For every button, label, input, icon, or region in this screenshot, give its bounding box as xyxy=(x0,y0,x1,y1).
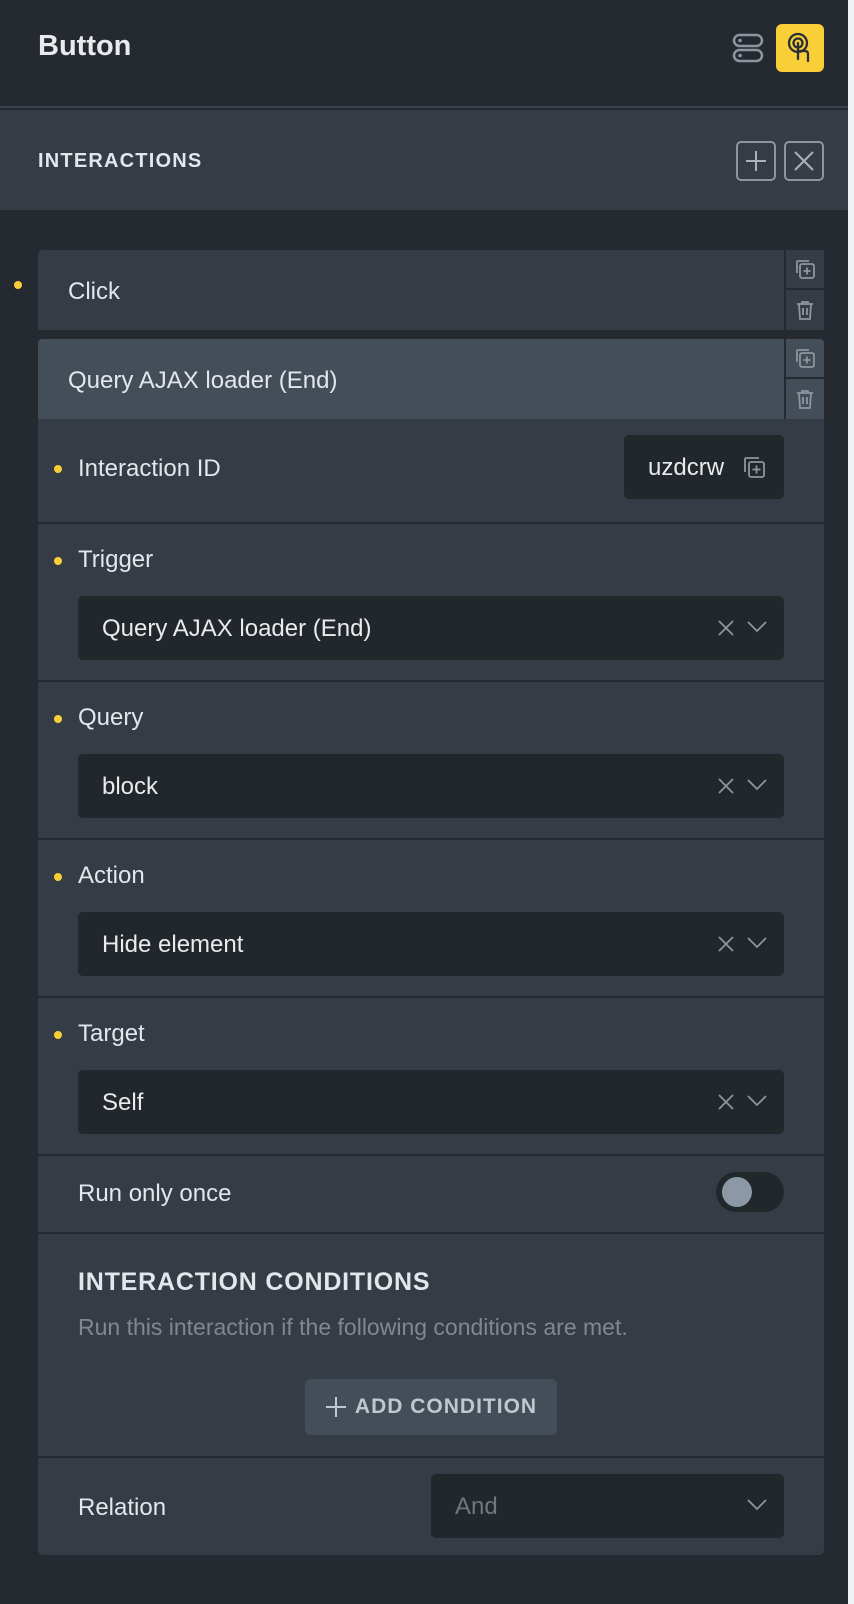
run-once-toggle[interactable] xyxy=(716,1172,784,1212)
action-select[interactable]: Hide element xyxy=(78,912,784,976)
interaction-id-field[interactable]: uzdcrw xyxy=(624,435,784,499)
target-value: Self xyxy=(102,1089,144,1116)
interaction-id-label: Interaction ID xyxy=(78,455,221,482)
action-value: Hide element xyxy=(102,931,244,958)
action-row: Action Hide element xyxy=(38,838,824,996)
add-condition-button[interactable]: ADD CONDITION xyxy=(305,1379,557,1435)
modified-indicator xyxy=(54,465,62,473)
clear-icon[interactable] xyxy=(716,618,736,638)
query-select[interactable]: block xyxy=(78,754,784,818)
chevron-down-icon xyxy=(747,1499,767,1511)
interaction-icon[interactable] xyxy=(776,24,824,72)
duplicate-icon xyxy=(796,260,815,279)
trigger-value: Query AJAX loader (End) xyxy=(102,615,372,642)
interaction-settings-panel: Interaction ID uzdcrw Trigger Query AJAX… xyxy=(38,419,824,1555)
trash-icon xyxy=(797,390,813,409)
trash-icon xyxy=(797,301,813,320)
layers-icon[interactable] xyxy=(724,24,772,72)
clear-icon[interactable] xyxy=(716,1092,736,1112)
close-icon xyxy=(794,151,814,171)
target-row: Target Self xyxy=(38,996,824,1154)
chevron-down-icon xyxy=(747,1095,767,1107)
modified-indicator xyxy=(54,715,62,723)
plus-icon xyxy=(325,1397,346,1417)
interaction-id-value: uzdcrw xyxy=(648,454,725,481)
chevron-down-icon xyxy=(747,621,767,633)
interaction-id-row: Interaction ID uzdcrw xyxy=(38,419,824,522)
trigger-label: Trigger xyxy=(78,546,154,573)
interaction-label: Query AJAX loader (End) xyxy=(68,367,338,394)
query-label: Query xyxy=(78,704,144,731)
interaction-item-click[interactable]: Click xyxy=(38,250,824,330)
query-value: block xyxy=(102,773,159,800)
trigger-row: Trigger Query AJAX loader (End) xyxy=(38,522,824,680)
conditions-title: INTERACTION CONDITIONS xyxy=(78,1268,431,1296)
relation-label: Relation xyxy=(78,1494,167,1521)
modified-indicator xyxy=(54,873,62,881)
delete-button[interactable] xyxy=(786,290,824,330)
action-label: Action xyxy=(78,862,145,889)
add-condition-label: ADD CONDITION xyxy=(354,1395,538,1418)
plus-icon xyxy=(746,151,766,171)
copy-icon[interactable] xyxy=(742,455,766,479)
interactions-section-header: INTERACTIONS xyxy=(0,110,848,210)
clear-icon[interactable] xyxy=(716,776,736,796)
duplicate-icon xyxy=(796,349,815,368)
interaction-actions xyxy=(784,339,824,419)
chevron-down-icon xyxy=(747,937,767,949)
interaction-item-query-ajax[interactable]: Query AJAX loader (End) xyxy=(38,339,824,419)
chevron-down-icon xyxy=(747,779,767,791)
panel-header: Button xyxy=(0,0,848,108)
trigger-select[interactable]: Query AJAX loader (End) xyxy=(78,596,784,660)
section-title: INTERACTIONS xyxy=(38,150,203,172)
element-title: Button xyxy=(38,30,132,62)
run-once-row: Run only once xyxy=(38,1154,824,1232)
conditions-description: Run this interaction if the following co… xyxy=(78,1314,628,1340)
modified-indicator xyxy=(14,281,22,289)
target-select[interactable]: Self xyxy=(78,1070,784,1134)
relation-select[interactable]: And xyxy=(431,1474,784,1538)
clear-icon[interactable] xyxy=(716,934,736,954)
add-interaction-button[interactable] xyxy=(736,141,776,181)
query-row: Query block xyxy=(38,680,824,838)
interaction-label: Click xyxy=(68,278,120,305)
scrollbar[interactable] xyxy=(848,0,854,1604)
interaction-actions xyxy=(784,250,824,330)
run-once-label: Run only once xyxy=(78,1180,232,1207)
duplicate-button[interactable] xyxy=(786,339,824,379)
duplicate-button[interactable] xyxy=(786,250,824,290)
modified-indicator xyxy=(54,557,62,565)
conditions-section: INTERACTION CONDITIONS Run this interact… xyxy=(38,1232,824,1456)
relation-row: Relation And xyxy=(38,1456,824,1555)
close-interactions-button[interactable] xyxy=(784,141,824,181)
relation-placeholder: And xyxy=(455,1493,498,1520)
delete-button[interactable] xyxy=(786,379,824,419)
target-label: Target xyxy=(78,1020,145,1047)
toggle-knob xyxy=(722,1177,752,1207)
modified-indicator xyxy=(54,1031,62,1039)
